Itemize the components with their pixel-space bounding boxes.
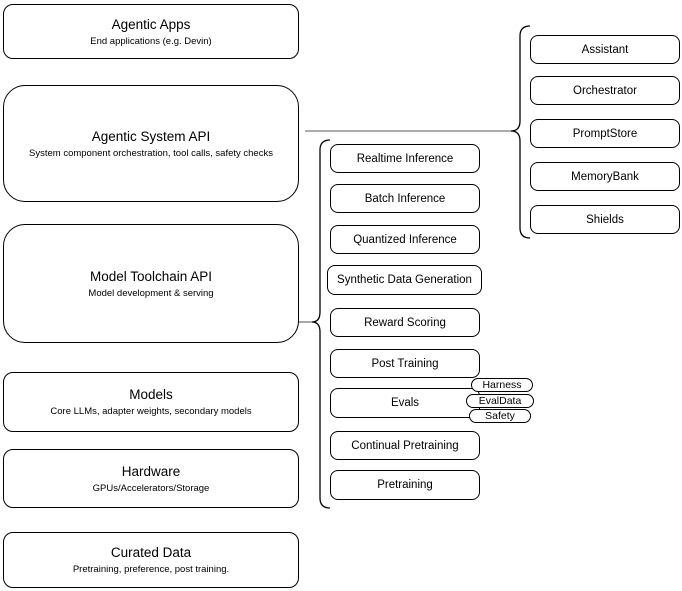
layer-subtitle: System component orchestration, tool cal… (29, 147, 273, 159)
layer-title: Models (129, 387, 173, 402)
layer-box-agentic-system-api: Agentic System API System component orch… (3, 85, 299, 202)
layer-box-agentic-apps: Agentic Apps End applications (e.g. Devi… (3, 4, 299, 59)
layer-title: Hardware (121, 463, 181, 479)
layer-subtitle: End applications (e.g. Devin) (90, 35, 212, 47)
components-brace (510, 25, 531, 239)
layer-box-models: Models Core LLMs, adapter weights, secon… (3, 372, 299, 432)
eval-tag-safety: Safety (469, 409, 531, 423)
layer-box-hardware: Hardware GPUs/Accelerators/Storage (3, 449, 299, 508)
toolchain-box-evals: Evals (330, 388, 480, 418)
layer-title: Agentic System API (91, 128, 211, 144)
layer-box-curated-data: Curated Data Pretraining, preference, po… (3, 532, 299, 588)
toolchain-box-post-training: Post Training (330, 349, 480, 378)
layer-title: Model Toolchain API (89, 268, 213, 284)
component-box-promptstore: PromptStore (530, 119, 680, 148)
component-box-memorybank: MemoryBank (530, 162, 680, 191)
layer-title: Agentic Apps (111, 16, 191, 32)
layer-subtitle: Model development & serving (88, 287, 214, 299)
toolchain-box-reward-scoring: Reward Scoring (330, 308, 480, 337)
eval-tag-harness: Harness (471, 378, 533, 392)
layer-box-model-toolchain-api: Model Toolchain API Model development & … (3, 224, 299, 343)
toolchain-brace (311, 139, 331, 509)
layer-subtitle: Core LLMs, adapter weights, secondary mo… (50, 406, 252, 417)
toolchain-box-realtime-inference: Realtime Inference (330, 144, 480, 173)
toolchain-box-pretraining: Pretraining (330, 470, 480, 500)
layer-title: Curated Data (110, 545, 192, 560)
layer-subtitle: GPUs/Accelerators/Storage (92, 482, 210, 494)
component-box-shields: Shields (530, 205, 680, 234)
toolchain-box-batch-inference: Batch Inference (330, 184, 480, 213)
toolchain-box-quantized-inference: Quantized Inference (330, 225, 480, 254)
toolchain-box-synthetic-data-generation: Synthetic Data Generation (327, 265, 482, 295)
toolchain-box-continual-pretraining: Continual Pretraining (330, 431, 480, 460)
component-box-orchestrator: Orchestrator (530, 76, 680, 105)
layer-subtitle: Pretraining, preference, post training. (72, 564, 230, 575)
component-box-assistant: Assistant (530, 35, 680, 64)
eval-tag-evaldata: EvalData (466, 394, 534, 408)
